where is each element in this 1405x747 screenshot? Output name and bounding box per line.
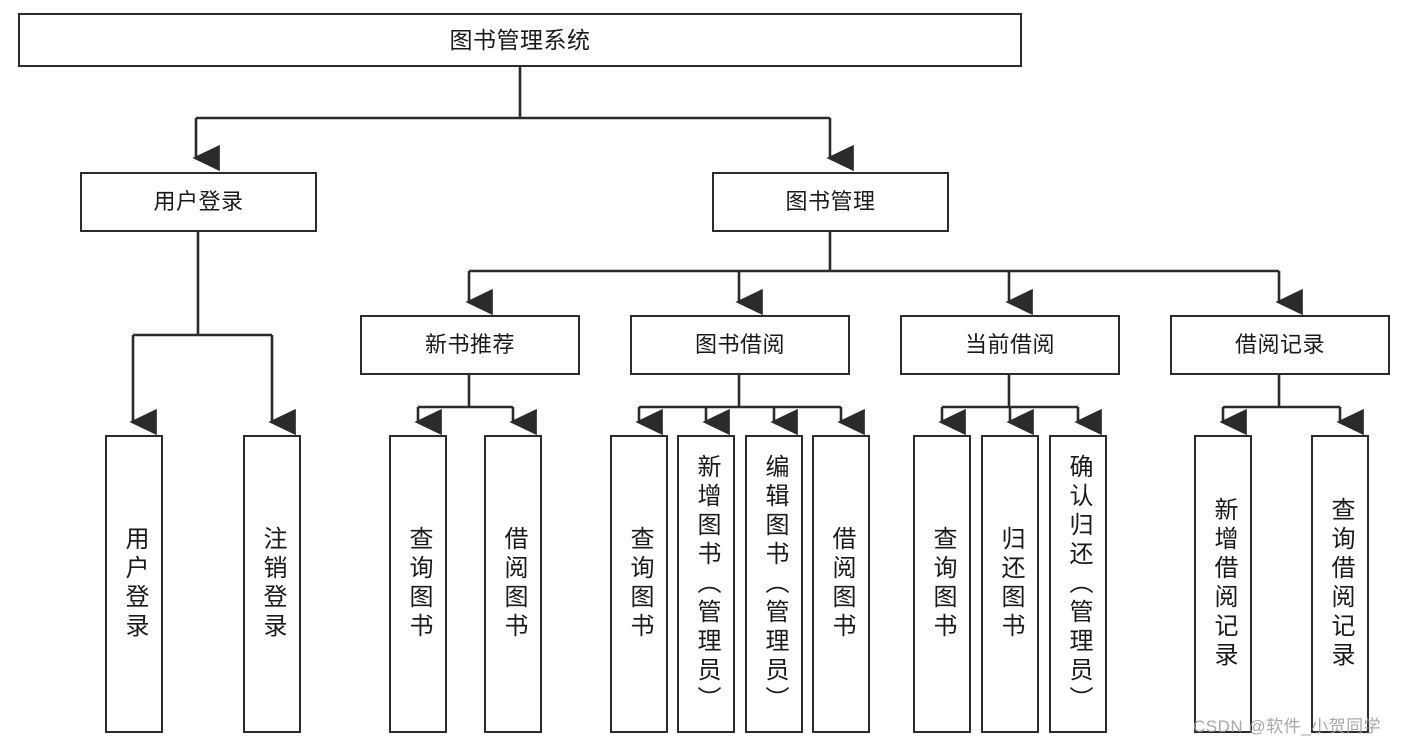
leaf-logout-login-label: 注销登录 xyxy=(259,526,286,642)
leaf-return-book-label: 归还图书 xyxy=(997,526,1024,642)
node-borrow-record-label: 借阅记录 xyxy=(1234,332,1325,358)
leaf-add-book-label: 新增图书（管理员） xyxy=(693,453,720,715)
leaf-confirm-return-label: 确认归还（管理员） xyxy=(1065,453,1092,715)
node-current-borrow-label: 当前借阅 xyxy=(964,332,1055,358)
leaf-add-record-label: 新增借阅记录 xyxy=(1210,497,1237,671)
node-new-book-recommend[interactable]: 新书推荐 xyxy=(360,315,580,375)
leaf-borrow-book-2-label: 借阅图书 xyxy=(828,526,855,642)
node-user-login-label: 用户登录 xyxy=(153,189,244,215)
leaf-user-login-label: 用户登录 xyxy=(121,526,148,642)
leaf-borrow-book-2[interactable]: 借阅图书 xyxy=(812,435,870,733)
leaf-query-book-1-label: 查询图书 xyxy=(405,526,432,642)
node-book-manage[interactable]: 图书管理 xyxy=(712,172,949,232)
leaf-query-book-2-label: 查询图书 xyxy=(626,526,653,642)
node-borrow-record[interactable]: 借阅记录 xyxy=(1170,315,1390,375)
leaf-edit-book[interactable]: 编辑图书（管理员） xyxy=(745,435,803,733)
node-user-login[interactable]: 用户登录 xyxy=(80,172,317,232)
leaf-query-record-label: 查询借阅记录 xyxy=(1327,497,1354,671)
node-book-manage-label: 图书管理 xyxy=(785,189,876,215)
leaf-query-book-1[interactable]: 查询图书 xyxy=(389,435,447,733)
leaf-logout-login[interactable]: 注销登录 xyxy=(243,435,301,733)
leaf-edit-book-label: 编辑图书（管理员） xyxy=(761,453,788,715)
node-new-book-recommend-label: 新书推荐 xyxy=(424,332,515,358)
node-book-borrow-label: 图书借阅 xyxy=(694,332,785,358)
leaf-borrow-book-1[interactable]: 借阅图书 xyxy=(484,435,542,733)
leaf-borrow-book-1-label: 借阅图书 xyxy=(500,526,527,642)
leaf-query-book-3[interactable]: 查询图书 xyxy=(913,435,971,733)
leaf-query-book-2[interactable]: 查询图书 xyxy=(610,435,668,733)
leaf-add-record[interactable]: 新增借阅记录 xyxy=(1194,435,1252,733)
node-root-label: 图书管理系统 xyxy=(449,26,591,53)
node-current-borrow[interactable]: 当前借阅 xyxy=(900,315,1120,375)
leaf-add-book[interactable]: 新增图书（管理员） xyxy=(677,435,735,733)
leaf-return-book[interactable]: 归还图书 xyxy=(981,435,1039,733)
leaf-query-book-3-label: 查询图书 xyxy=(929,526,956,642)
node-root[interactable]: 图书管理系统 xyxy=(18,13,1022,67)
leaf-user-login[interactable]: 用户登录 xyxy=(105,435,163,733)
leaf-confirm-return[interactable]: 确认归还（管理员） xyxy=(1049,435,1107,733)
leaf-query-record[interactable]: 查询借阅记录 xyxy=(1311,435,1369,733)
node-book-borrow[interactable]: 图书借阅 xyxy=(630,315,850,375)
csdn-watermark: CSDN @软件_小贺同学 xyxy=(1193,717,1382,736)
